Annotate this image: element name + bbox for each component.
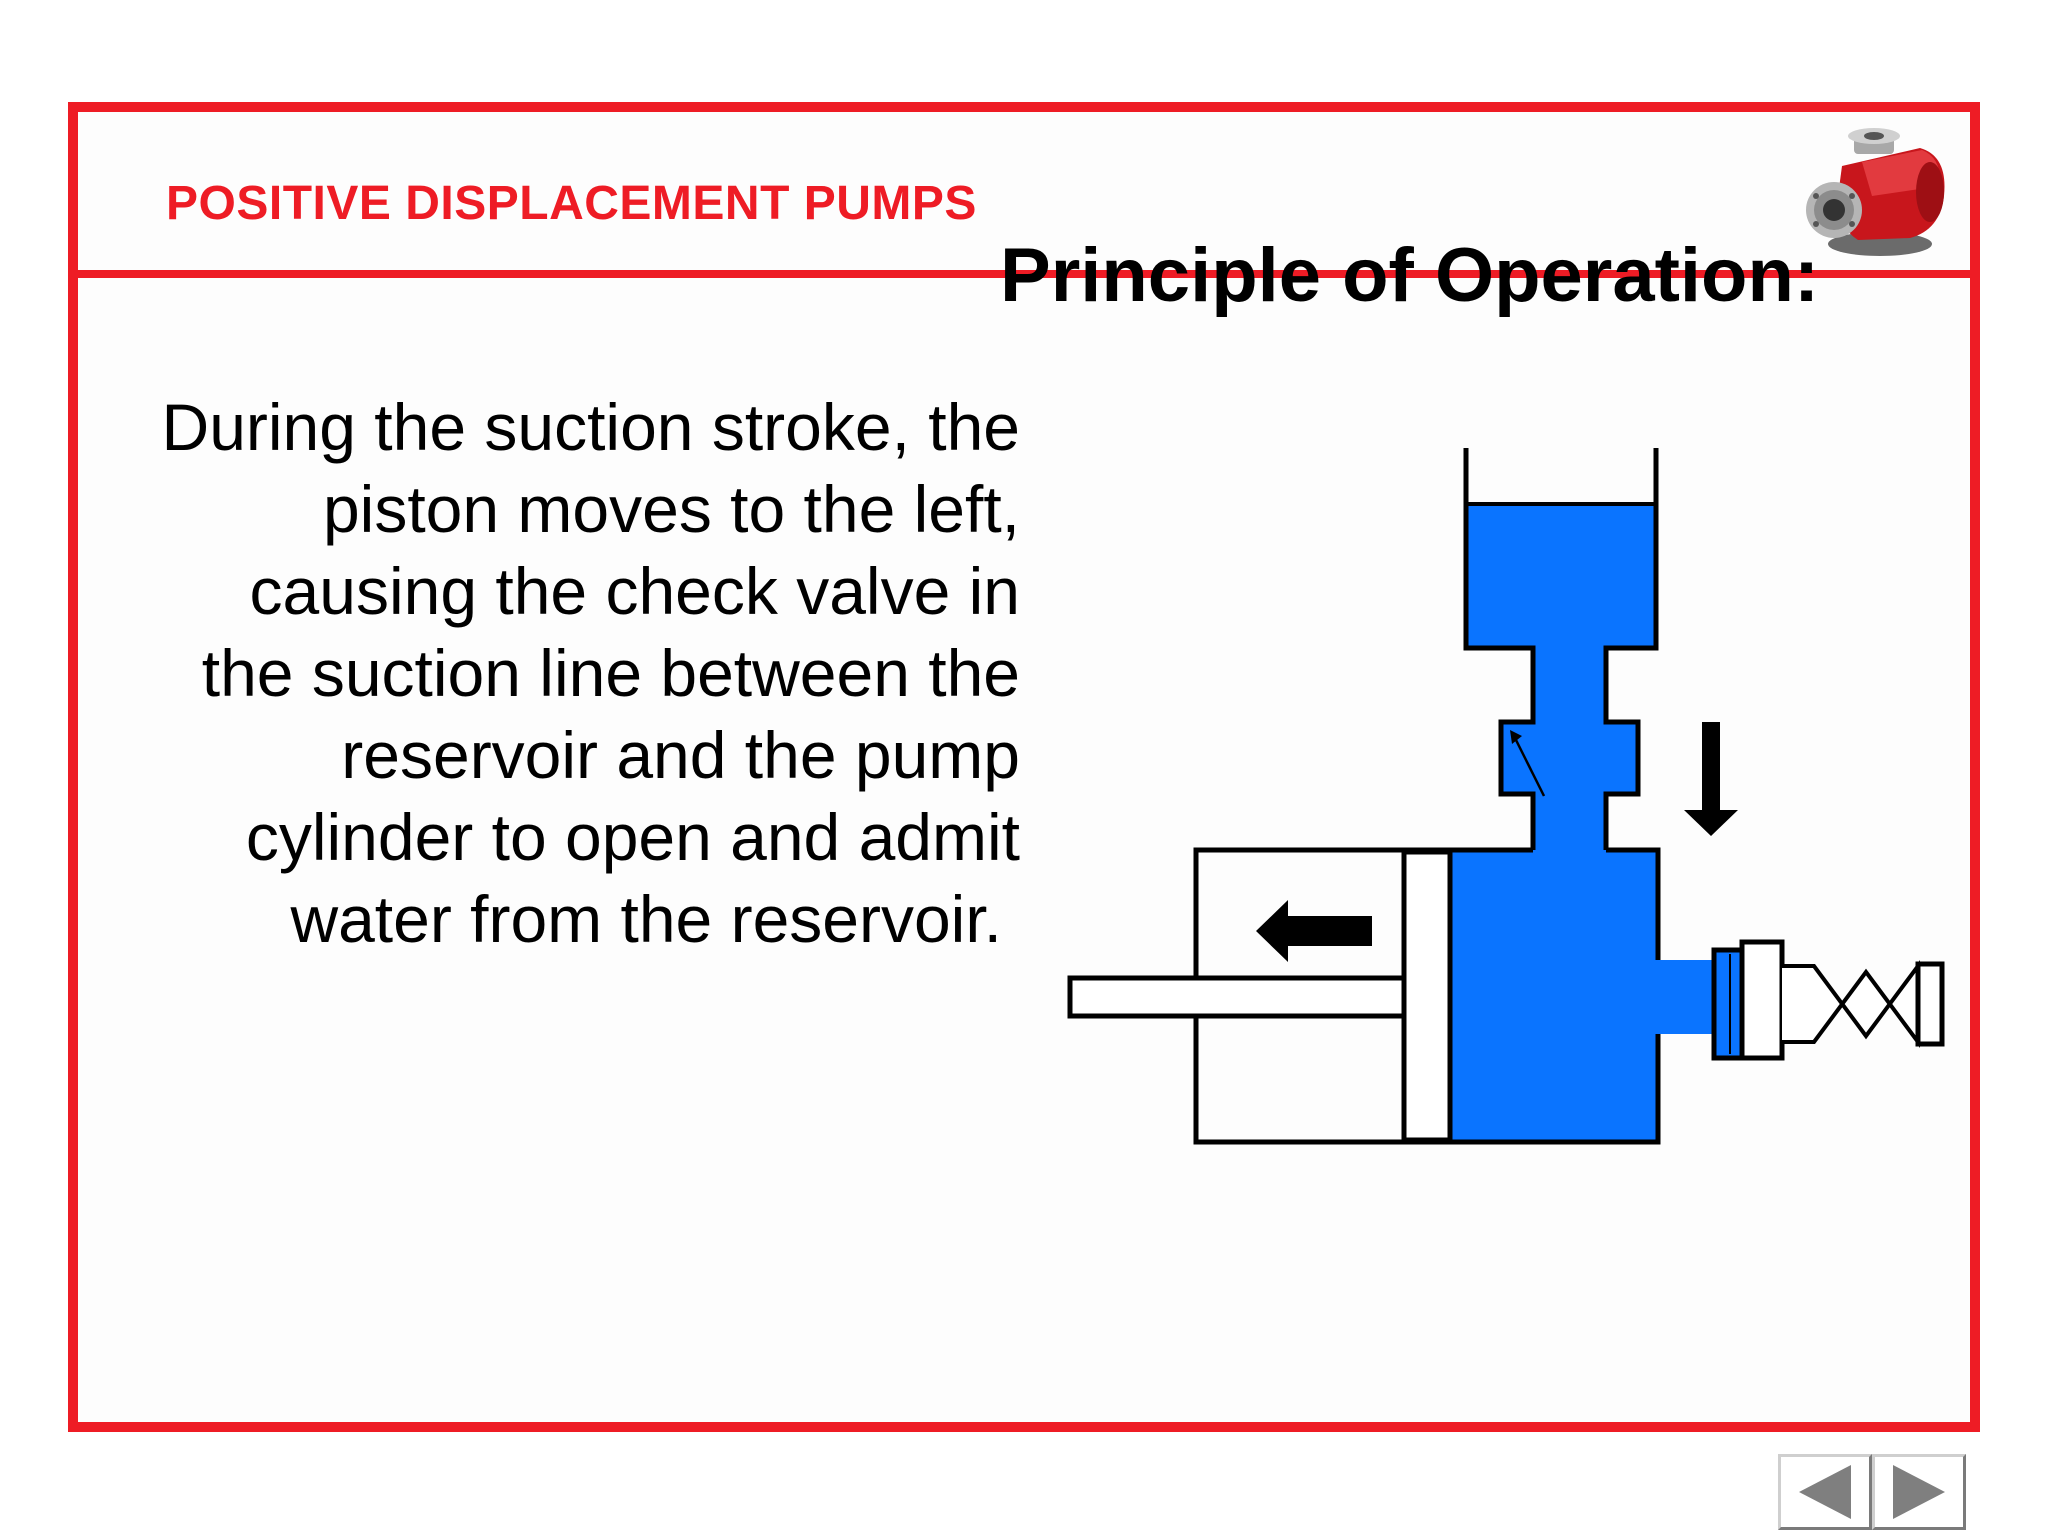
paragraph-line: causing the check valve in [249,554,1020,628]
paragraph-line: piston moves to the left, [322,472,1020,546]
discharge-valve-seat [1711,947,1745,1061]
piston-left-arrow-icon [1256,900,1372,962]
paragraph-line: water from the reservoir. [290,882,1002,956]
paragraph-line: the suction line between the [201,636,1020,710]
discharge-outlet [1915,961,1945,1047]
reservoir-outline [1463,448,1659,850]
header-divider [78,270,1970,278]
paragraph-line: reservoir and the pump [341,718,1020,792]
next-slide-button[interactable] [1872,1454,1966,1530]
section-heading: Principle of Operation: [1000,233,1820,318]
water-fill [1450,506,1714,1142]
piston-rod [1067,975,1409,1019]
description-paragraph: During the suction stroke, the piston mo… [60,386,1020,960]
previous-slide-button[interactable] [1778,1454,1872,1530]
triangle-right-icon [1893,1465,1945,1519]
paragraph-line: During the suction stroke, the [161,390,1020,464]
slide-frame: POSITIVE DISPLACEMENT PUMPS [68,102,1980,1432]
discharge-valve-housing [1739,939,1785,1061]
cylinder-outline [1193,847,1661,1145]
pump-diagram [1067,448,1945,1145]
piston-head [1401,849,1453,1143]
suction-check-valve-flap [1512,735,1546,797]
pump-photo-icon [1806,128,1945,256]
gate-valve-icon [1782,959,1920,1049]
flow-down-arrow-icon [1684,722,1738,836]
suction-valve-arrowhead [1510,730,1522,744]
paragraph-line: cylinder to open and admit [245,800,1020,874]
triangle-left-icon [1799,1465,1851,1519]
slide-navigation [1760,1446,1970,1530]
header-title: POSITIVE DISPLACEMENT PUMPS [166,177,977,230]
